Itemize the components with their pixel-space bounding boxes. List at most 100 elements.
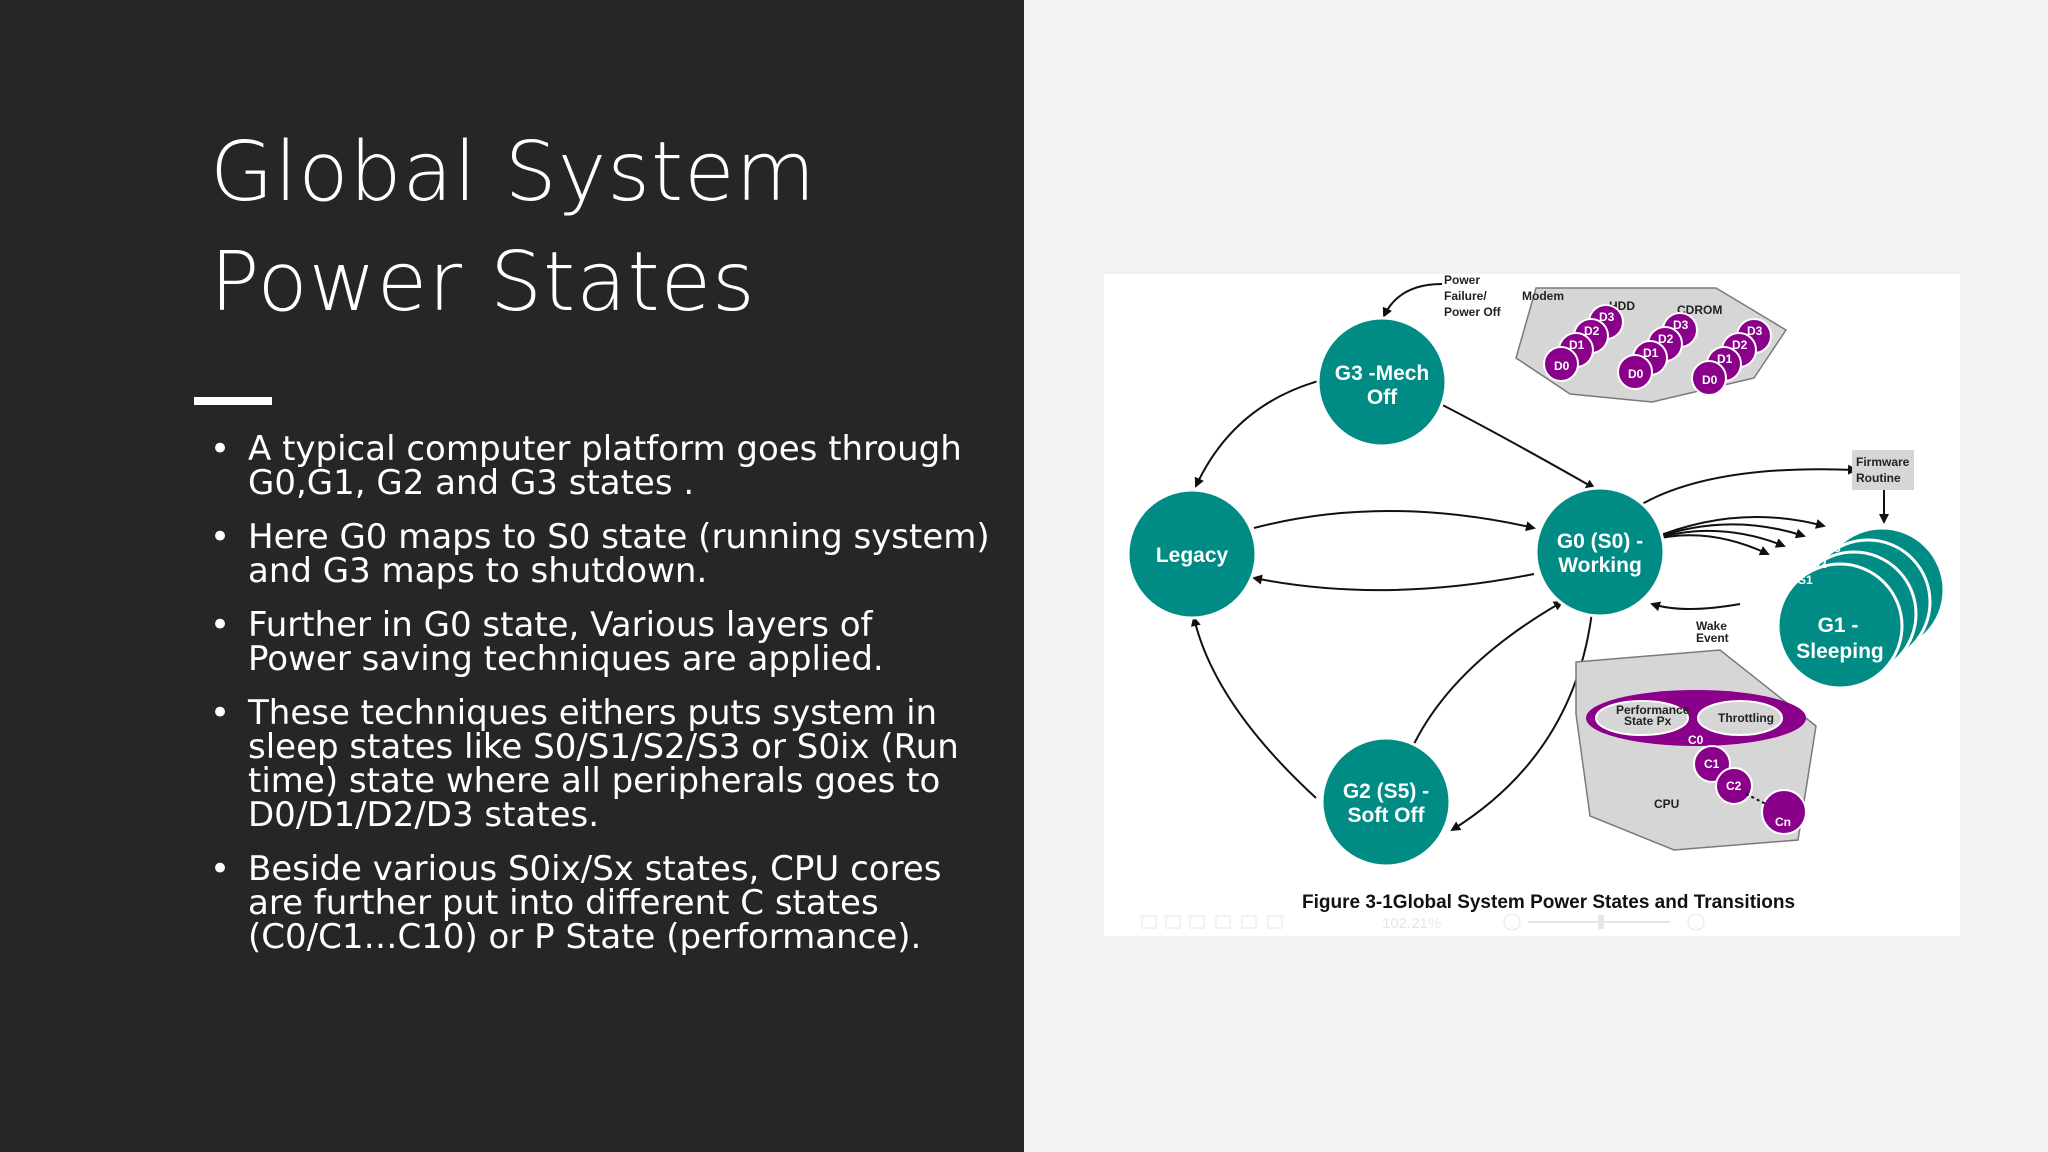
arrow-g3-to-legacy <box>1194 379 1323 488</box>
bullet-line: G0,G1, G2 and G3 states . <box>248 463 695 503</box>
g3-label: G3 -Mech <box>1335 362 1430 385</box>
wake-event-label: Wake <box>1696 619 1727 633</box>
arrow-power-failure <box>1382 283 1443 318</box>
s3-label: S3 <box>1826 541 1841 555</box>
d3-label: D3 <box>1747 324 1763 338</box>
d0-label: D0 <box>1702 373 1718 387</box>
g3-label: Off <box>1367 386 1398 409</box>
left-dark-panel <box>0 0 1024 1152</box>
d3-label: D3 <box>1599 310 1615 324</box>
bullet-line: are further put into different C states <box>248 883 879 923</box>
performance-label: Performance <box>1616 703 1690 717</box>
bullet-dot: • <box>210 849 231 889</box>
g2-soft-off-node: G2 (S5) - Soft Off <box>1320 736 1452 868</box>
bullet-line: Power saving techniques are applied. <box>248 639 884 679</box>
c0-label: C0 <box>1688 733 1704 747</box>
bullet-line: D0/D1/D2/D3 states. <box>248 795 600 835</box>
title-underline <box>194 397 272 405</box>
d1-label: D1 <box>1717 352 1733 366</box>
cn-label: Cn <box>1775 815 1791 829</box>
c2-label: C2 <box>1726 779 1742 793</box>
slide-title: Global System Power States <box>210 118 990 338</box>
d1-label: D1 <box>1643 346 1659 360</box>
bullet-dot: • <box>210 605 231 645</box>
performance-state-ellipse <box>1595 700 1689 736</box>
power-failure-label: Power Off <box>1444 305 1502 319</box>
g0-label: Working <box>1558 554 1642 577</box>
s4-label: S4 <box>1840 525 1855 539</box>
d0-label: D0 <box>1628 367 1644 381</box>
bullet-item: • Further in G0 state, Various layers of… <box>208 608 998 676</box>
hdd-d-states: D3 D2 D1 D0 <box>1617 312 1698 390</box>
bullet-list: • A typical computer platform goes throu… <box>208 432 998 974</box>
firmware-label: Firmware <box>1856 455 1910 469</box>
d2-label: D2 <box>1732 338 1748 352</box>
d1-label: D1 <box>1569 338 1585 352</box>
performance-label: State Px <box>1624 714 1672 728</box>
arrow-g2-to-g0 <box>1413 601 1564 745</box>
legacy-node: Legacy <box>1126 488 1258 620</box>
c2-state <box>1715 767 1753 805</box>
bullet-line: sleep states like S0/S1/S2/S3 or S0ix (R… <box>248 727 959 767</box>
modem-label: Modem <box>1522 289 1564 303</box>
arrow-g0-to-g2 <box>1450 611 1593 832</box>
d2-label: D2 <box>1584 324 1600 338</box>
zoom-readout: 102.21% <box>1382 915 1441 932</box>
cdrom-label: CDROM <box>1677 303 1722 317</box>
s2-label: S2 <box>1812 557 1827 571</box>
bullet-dot: • <box>210 429 231 469</box>
g0-label: G0 (S0) - <box>1557 530 1643 553</box>
bullet-line: These techniques eithers puts system in <box>248 693 938 733</box>
c-states-ellipsis <box>1745 793 1767 805</box>
power-failure-label: Failure/ <box>1444 289 1487 303</box>
firmware-box <box>1852 450 1914 490</box>
cn-state <box>1761 789 1807 835</box>
d3-label: D3 <box>1673 318 1689 332</box>
bullet-item: • Beside various S0ix/Sx states, CPU cor… <box>208 852 998 954</box>
g2-label: G2 (S5) - <box>1343 780 1429 803</box>
power-states-diagram: Modem HDD CDROM D3 D2 D1 D0 D3 D2 D1 D0 <box>1126 274 1946 932</box>
throttling-ellipse <box>1697 700 1783 736</box>
throttling-label: Throttling <box>1718 711 1774 725</box>
power-failure-label: Power <box>1444 274 1480 287</box>
viewer-toolbar-remnant: 102.21% <box>1141 913 1705 932</box>
g2-label: Soft Off <box>1348 804 1426 827</box>
bullet-line: Further in G0 state, Various layers of <box>248 605 873 645</box>
bullet-item: • Here G0 maps to S0 state (running syst… <box>208 520 998 588</box>
cpu-label: CPU <box>1654 797 1679 811</box>
c1-label: C1 <box>1704 757 1720 771</box>
bullet-line: A typical computer platform goes through <box>248 429 962 469</box>
legacy-label: Legacy <box>1156 544 1229 567</box>
arrow-wake-event <box>1650 601 1741 612</box>
modem-d-states: D3 D2 D1 D0 <box>1543 304 1624 382</box>
d2-label: D2 <box>1658 332 1674 346</box>
bullet-item: • These techniques eithers puts system i… <box>208 696 998 832</box>
arrow-g2-to-legacy <box>1190 616 1317 799</box>
g3-mech-off-node: G3 -Mech Off <box>1316 316 1448 448</box>
s1-circle <box>1776 562 1904 690</box>
bullet-item: • A typical computer platform goes throu… <box>208 432 998 500</box>
title-line-1: Global System <box>210 125 817 220</box>
title-line-2: Power States <box>210 235 756 330</box>
g1-sleeping-stack: S4 S3 S2 S1 G1 - Sleeping <box>1776 525 1946 690</box>
power-states-figure: Modem HDD CDROM D3 D2 D1 D0 D3 D2 D1 D0 <box>1104 274 1960 936</box>
cdrom-d-states: D3 D2 D1 D0 <box>1691 318 1772 396</box>
bullet-dot: • <box>210 517 231 557</box>
g1-label: Sleeping <box>1796 640 1884 663</box>
d0-label: D0 <box>1554 359 1570 373</box>
figure-caption: Figure 3-1Global System Power States and… <box>1302 892 1795 913</box>
bullet-line: and G3 maps to shutdown. <box>248 551 708 591</box>
g0-working-node: G0 (S0) - Working <box>1534 486 1666 618</box>
s1-label: S1 <box>1798 573 1813 587</box>
bullet-line: Beside various S0ix/Sx states, CPU cores <box>248 849 942 889</box>
bullet-line: (C0/C1…C10) or P State (performance). <box>248 917 922 957</box>
arrow-g0-to-firmware <box>1641 464 1858 505</box>
g1-label: G1 - <box>1818 614 1859 637</box>
arrow-g0-to-legacy <box>1252 573 1535 592</box>
bullet-line: time) state where all peripherals goes t… <box>248 761 941 801</box>
arrow-g0-to-s4 <box>1643 516 1826 543</box>
arrow-legacy-to-g0 <box>1253 510 1536 532</box>
bullet-line: Here G0 maps to S0 state (running system… <box>248 517 990 557</box>
bullet-dot: • <box>210 693 231 733</box>
firmware-label: Routine <box>1856 471 1901 485</box>
